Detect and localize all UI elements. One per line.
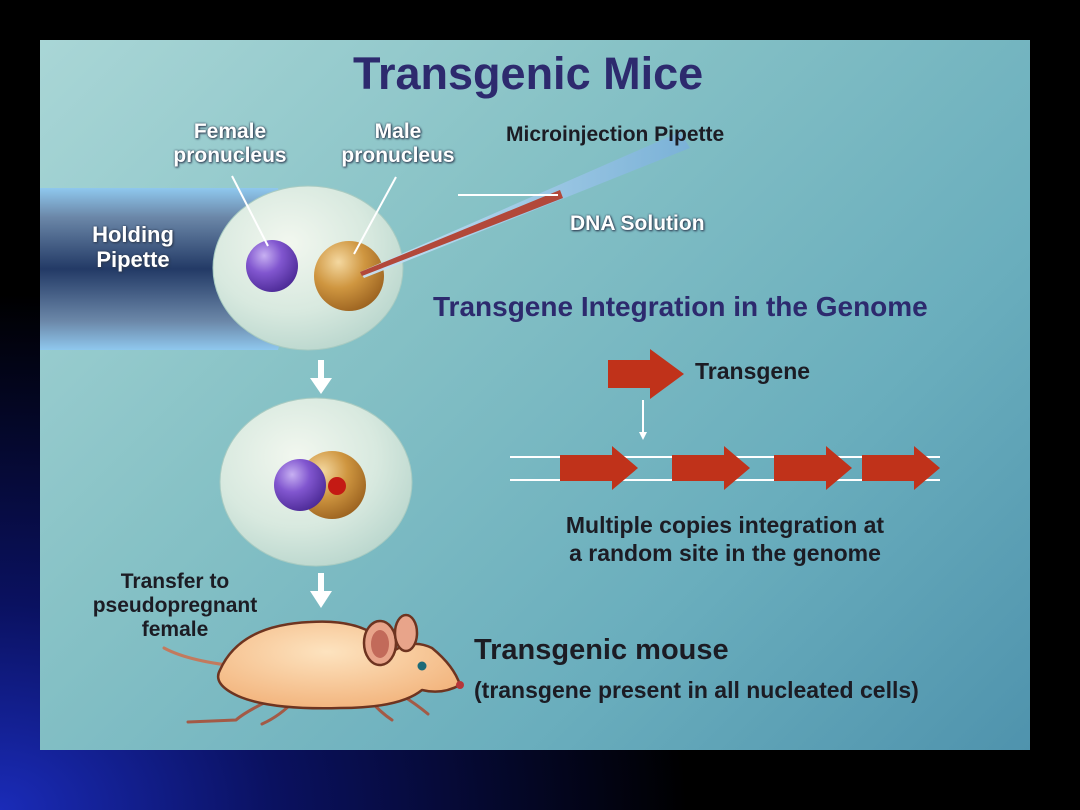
male-pointer-line [353,176,397,255]
transfer-label-line-3: female [141,618,209,641]
female-pronucleus-label-line-2: pronucleus [173,144,287,167]
female-pronucleus [246,240,298,292]
transfer-label-line-1: Transfer to [120,570,230,593]
diagram-art [40,132,940,726]
female-pronucleus-label: Female pronucleus [160,120,300,168]
holding-pipette-label-line-2: Pipette [96,247,170,272]
transgenic-mouse-subheading: (transgene present in all nucleated cell… [474,677,919,703]
transgene-arrow-icon [608,349,684,399]
slide: Transgenic Mice Female pronucleus Male p… [40,40,1030,750]
integration-caption-line-1: Multiple copies integration at [565,512,885,538]
integrated-copy-4 [862,446,940,490]
down-pointer-line [639,400,647,440]
page-title: Transgenic Mice [353,48,704,99]
integrated-copy-3 [774,446,852,490]
integration-caption: Multiple copies integration at a random … [510,511,940,567]
mouse-illustration [162,613,464,726]
integration-heading: Transgene Integration in the Genome [433,291,928,322]
mouse-nose [456,681,464,689]
female-pronucleus-label-line-1: Female [193,120,267,143]
down-arrow-icon [310,573,332,608]
fertilized-egg [212,185,404,351]
male-pronucleus-label-line-2: pronucleus [341,144,455,167]
transgene-dot [328,477,346,495]
male-pronucleus [314,241,384,311]
dna-solution-label: DNA Solution [570,212,705,235]
female-pointer-line [231,175,269,247]
male-pronucleus-label-line-1: Male [374,120,422,143]
mouse-eye [417,661,427,671]
transfer-label-line-2: pseudopregnant [92,594,258,617]
microinjection-pipette-label: Microinjection Pipette [506,123,725,146]
transgene-label: Transgene [695,358,811,384]
zygote [219,397,413,567]
transfer-label: Transfer to pseudopregnant female [70,570,280,642]
integrated-copy-2 [672,446,750,490]
transgenic-mouse-heading: Transgenic mouse [474,634,729,666]
integrated-copy-1 [560,446,638,490]
down-arrow-icon [310,360,332,394]
holding-pipette-label-line-1: Holding [92,222,174,247]
microinjection-pipette [360,132,690,278]
holding-pipette-label: Holding Pipette [78,222,188,272]
integration-caption-line-2: a random site in the genome [569,540,881,566]
genome-strand [510,446,940,490]
male-pronucleus-label: Male pronucleus [328,120,468,168]
